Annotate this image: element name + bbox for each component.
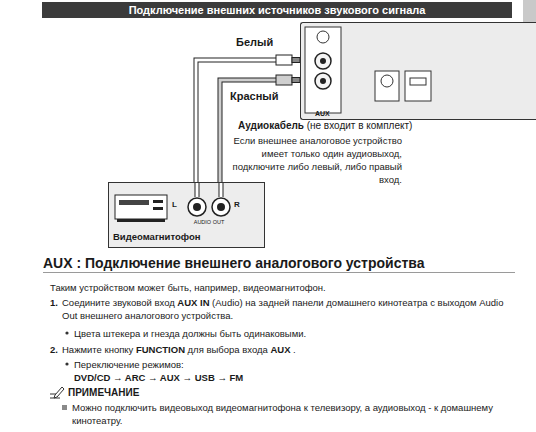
label-box: Цвета штекера и гнезда должны быть одина… [74,327,306,340]
title-bar: Подключение внешних источников звукового… [42,2,512,18]
note-heading: ПРИМЕЧАНИЕ [68,387,139,398]
label-box: Красный [230,90,278,102]
device-name: Видеомагнитофон [113,231,200,242]
step-text: Нажмите кнопку [62,344,133,355]
jack-label: AUX [315,110,330,117]
label-box: DVD/CD → ARC → AUX → USB → FM [74,371,243,384]
step-keyword: AUX IN [177,297,209,308]
color-label: Красный [230,90,278,102]
label-box: R [234,200,240,209]
label-box: Аудиокабель(не входит в комплект) [238,120,412,131]
jack-label: AUDIO OUT [194,219,225,225]
step-text: для выбора входа [188,344,268,355]
cable-name: Аудиокабель [238,120,304,131]
step-keyword: AUX [270,344,290,355]
channel-label: L [172,200,177,209]
bullet-dot [65,362,68,365]
note-text: Можно подключить видеовыход видеомагнито… [72,402,493,426]
panel-drawing [301,23,536,121]
note-square [62,405,67,410]
label-box: Если внешнее аналоговое устройство имеет… [222,134,402,186]
label-box: ПРИМЕЧАНИЕ [68,387,139,398]
label-box: Соедините звуковой входAUX IN(Audio) на … [62,296,514,322]
label-box: Таким устройством может быть, например, … [50,281,326,294]
label-box: 2. [50,343,58,356]
cable-note: Если внешнее аналоговое устройство имеет… [232,135,402,185]
plug-body [276,75,292,85]
plug-tip [292,58,300,63]
rear-panel: AUX [300,22,536,120]
plug-body [276,55,292,65]
channel-label: R [234,200,240,209]
step-number: 2. [50,344,58,355]
vcr-box: Видеомагнитофон AUDIO OUT [108,182,265,248]
step-text: . [293,344,296,355]
label-box: AUX : Подключение внешнего аналогового у… [43,255,425,271]
bullet-text: Цвета штекера и гнезда должны быть одина… [74,328,306,339]
label-box: L [172,200,177,209]
plug-tip [292,78,300,83]
note-icon [50,387,64,398]
label-box: Белый [236,36,273,48]
label-box: Нажмите кнопкуFUNCTIONдля выбора входаAU… [62,343,514,356]
color-label: Белый [236,36,273,48]
section-heading: AUX : Подключение внешнего аналогового у… [43,255,425,271]
label-box: Переключение режимов: [74,358,184,371]
label-box: 1. [50,296,58,309]
step-text: Соедините звуковой вход [62,297,175,308]
body-text: Таким устройством может быть, например, … [50,282,326,293]
bullet-text: Переключение режимов: [74,359,184,370]
cable-note: (не входит в комплект) [307,120,413,131]
step-number: 1. [50,297,58,308]
page-title: Подключение внешних источников звукового… [129,4,426,16]
bullet-dot [65,331,68,334]
label-box: Можно подключить видеовыход видеомагнито… [72,401,512,427]
step-keyword: FUNCTION [136,344,185,355]
mode-sequence: DVD/CD → ARC → AUX → USB → FM [74,372,243,383]
heading-rule [43,272,515,273]
